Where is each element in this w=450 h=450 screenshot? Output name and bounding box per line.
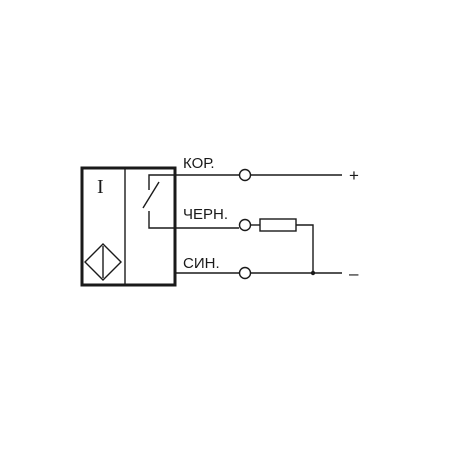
terminal-black bbox=[238, 218, 252, 232]
wire-label-brown: КОР. bbox=[183, 155, 215, 172]
supply-minus-label: – bbox=[349, 264, 359, 283]
switch-contact-icon bbox=[142, 174, 174, 229]
load-resistor bbox=[259, 218, 297, 232]
sensor-type-symbol: I bbox=[97, 176, 104, 198]
inductive-sensor-diamond-icon bbox=[84, 243, 122, 281]
sensor-housing bbox=[80, 166, 177, 287]
wire-brown: КОР. + bbox=[158, 155, 359, 185]
supply-plus-label: + bbox=[349, 166, 359, 185]
wire-label-blue: СИН. bbox=[183, 255, 220, 272]
terminal-blue bbox=[238, 266, 252, 280]
sensor-body: I bbox=[80, 166, 177, 287]
wire-label-black: ЧЕРН. bbox=[183, 206, 228, 223]
terminal-brown bbox=[238, 168, 252, 182]
wire-blue: СИН. – bbox=[174, 255, 359, 283]
junction-dot bbox=[310, 270, 316, 276]
wire-black: ЧЕРН. bbox=[174, 206, 314, 273]
